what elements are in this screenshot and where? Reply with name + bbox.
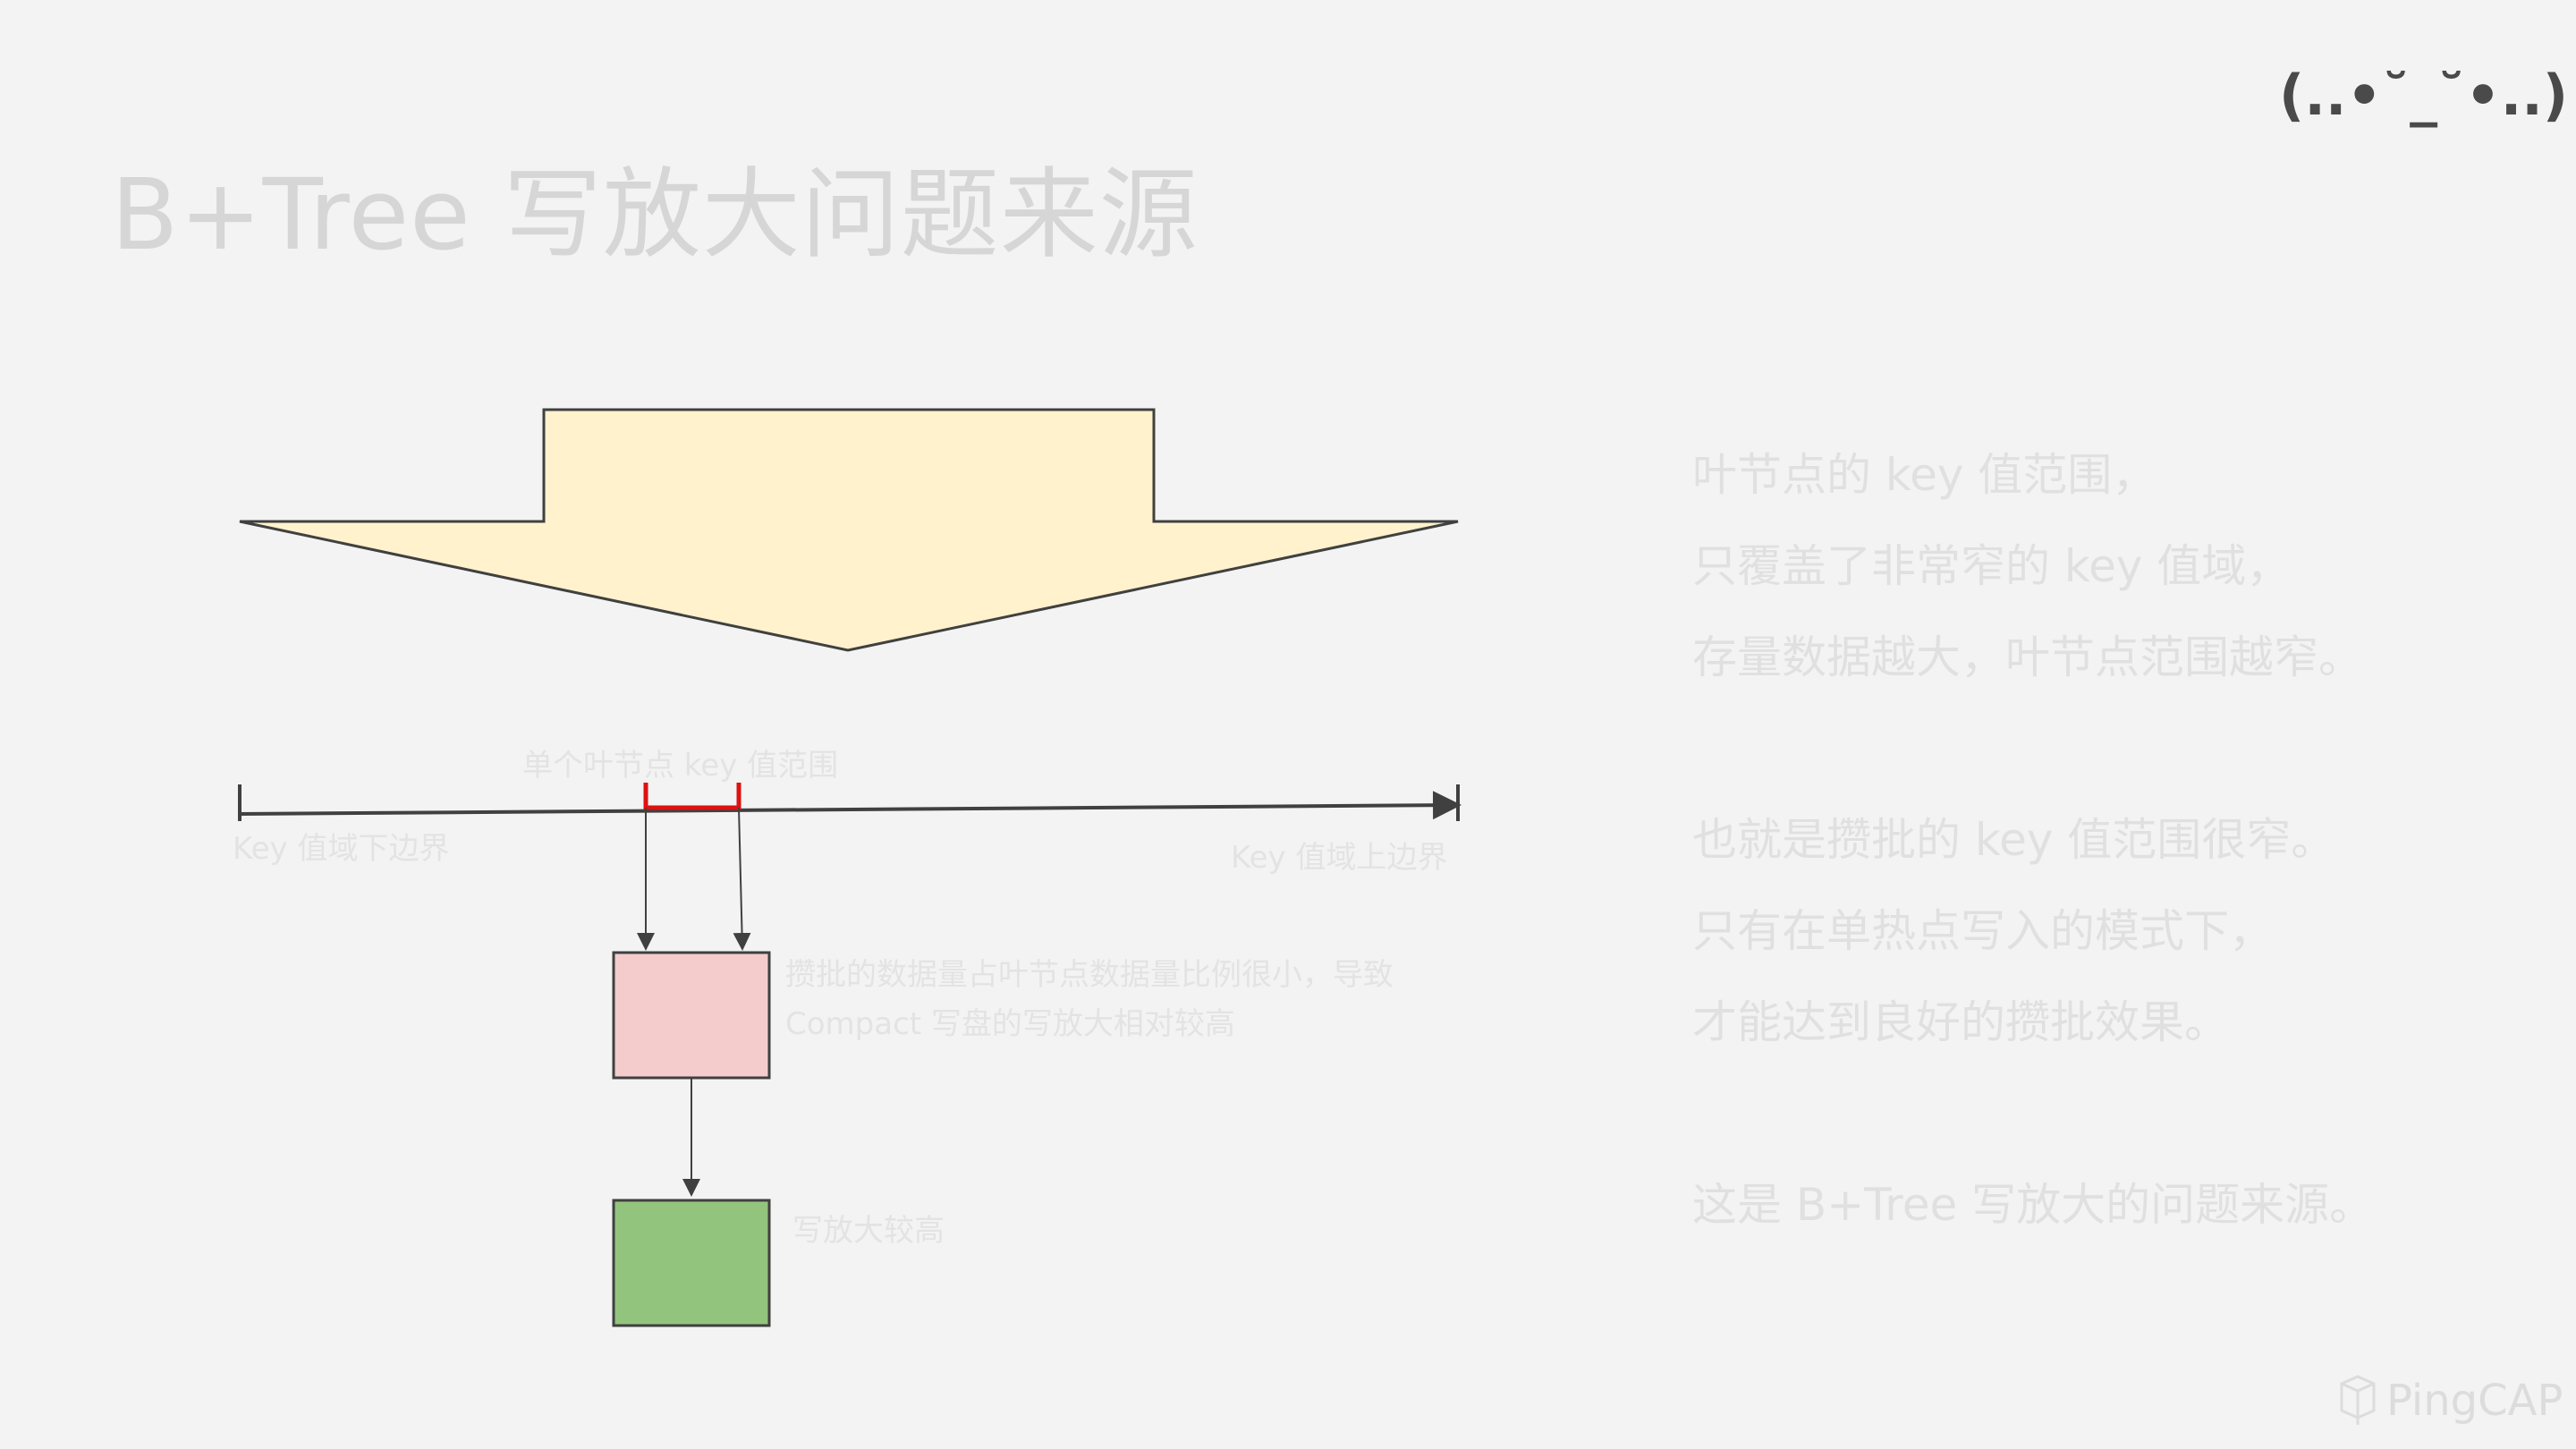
batch-ratio-label-line1: 攒批的数据量占叶节点数据量比例很小，导致 (785, 957, 1394, 993)
funnel-arrow-shape (239, 408, 1459, 652)
lower-bound-label: Key 值域下边界 (233, 831, 449, 867)
explanation-line: 存量数据越大，叶节点范围越窄。 (1692, 631, 2363, 683)
explanation-paragraph-2: 也就是攒批的 key 值范围很窄。 只有在单热点写入的模式下， 才能达到良好的攒… (1692, 794, 2497, 1068)
pingcap-logo-icon (2340, 1375, 2376, 1425)
bracket-right-arrow (733, 807, 751, 951)
leaf-range-bracket (643, 783, 741, 810)
pingcap-logo: PingCAP (2338, 1374, 2563, 1428)
leaf-range-label: 单个叶节点 key 值范围 (522, 748, 838, 784)
explanation-line: 只有在单热点写入的模式下， (1692, 905, 2274, 957)
emoticon-face: (..•˘_˘•..) (2279, 63, 2569, 128)
high-write-amplification-box (612, 1199, 771, 1327)
high-write-amplification-label: 写放大较高 (792, 1213, 945, 1249)
explanation-line: 只覆盖了非常窄的 key 值域， (1692, 540, 2292, 592)
explanation-panel: 叶节点的 key 值范围， 只覆盖了非常窄的 key 值域， 存量数据越大，叶节… (1692, 429, 2497, 1250)
explanation-line: 也就是攒批的 key 值范围很窄。 (1692, 814, 2336, 866)
explanation-line: 叶节点的 key 值范围， (1692, 449, 2157, 501)
slide-title: B+Tree 写放大问题来源 (111, 157, 1199, 272)
upper-bound-label: Key 值域上边界 (1231, 840, 1447, 876)
batch-ratio-box (612, 951, 771, 1080)
explanation-paragraph-3: 这是 B+Tree 写放大的问题来源。 (1692, 1159, 2497, 1250)
key-axis-line (239, 791, 1462, 820)
pingcap-logo-text: PingCAP (2386, 1376, 2563, 1426)
explanation-line: 才能达到良好的攒批效果。 (1692, 996, 2229, 1048)
explanation-line: 这是 B+Tree 写放大的问题来源。 (1692, 1179, 2375, 1231)
paragraph-spacer (1692, 703, 2497, 794)
explanation-paragraph-1: 叶节点的 key 值范围， 只覆盖了非常窄的 key 值域， 存量数据越大，叶节… (1692, 429, 2497, 703)
paragraph-spacer (1692, 1068, 2497, 1159)
batch-ratio-label-line2: Compact 写盘的写放大相对较高 (785, 1006, 1235, 1042)
